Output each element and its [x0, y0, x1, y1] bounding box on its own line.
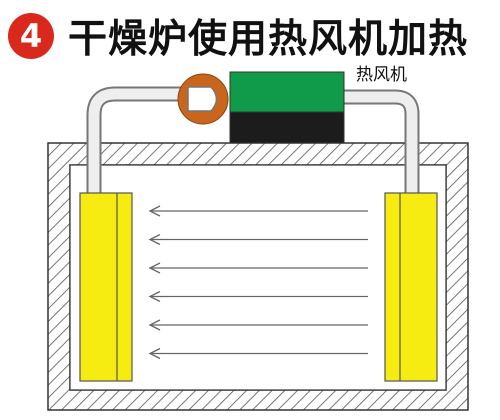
airflow-arrow-head [148, 290, 161, 303]
air-duct [86, 86, 420, 193]
step-number-badge: 4 [8, 13, 54, 59]
fan-icon [177, 73, 229, 125]
oven-chamber [69, 164, 447, 391]
header: 4 干燥炉使用热风机加热 [8, 6, 468, 66]
heater-panel-right [384, 192, 438, 382]
page-title: 干燥炉使用热风机加热 [68, 17, 469, 62]
hot-air-blower [229, 71, 345, 144]
airflow-arrow-head [148, 205, 161, 217]
airflow-arrows [148, 205, 368, 360]
airflow-arrow-head [148, 347, 161, 360]
blower-label: 热风机 [356, 65, 407, 85]
airflow-arrow-head [148, 319, 161, 331]
airflow-arrow-head [148, 233, 161, 246]
heater-panel-left [79, 192, 133, 382]
airflow-arrow-head [148, 262, 161, 274]
